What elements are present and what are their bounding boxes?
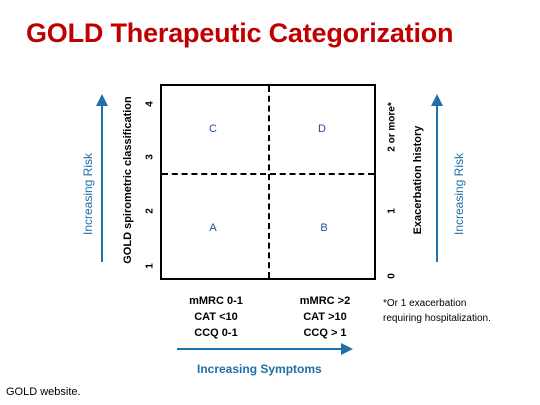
category-grid [160, 84, 376, 280]
low-mmrc: mMRC 0-1 [189, 295, 243, 307]
right-axis-label: Exacerbation history [412, 125, 424, 235]
low-symptoms-criteria: mMRC 0-1 CAT <10 CCQ 0-1 [183, 293, 249, 341]
left-risk-arrow [96, 94, 108, 262]
right-tick-2: 2 or more* [386, 102, 398, 152]
quadrant-c: C [209, 123, 217, 135]
left-tick-1: 1 [144, 263, 156, 269]
left-tick-3: 3 [144, 154, 156, 160]
slide-title: GOLD Therapeutic Categorization [26, 18, 454, 48]
high-cat: CAT >10 [303, 311, 347, 323]
right-tick-0: 0 [386, 273, 398, 279]
risk-divider [162, 173, 374, 175]
high-mmrc: mMRC >2 [299, 295, 351, 307]
symptom-divider [268, 86, 270, 278]
left-risk-label: Increasing Risk [81, 152, 95, 236]
exacerbation-footnote: *Or 1 exacerbation requiring hospitaliza… [383, 296, 491, 326]
right-risk-arrow [431, 94, 443, 262]
quadrant-d: D [318, 123, 326, 135]
symptoms-axis-label: Increasing Symptoms [197, 362, 322, 376]
left-tick-2: 2 [144, 208, 156, 214]
high-symptoms-criteria: mMRC >2 CAT >10 CCQ > 1 [292, 293, 358, 341]
left-tick-4: 4 [144, 101, 156, 107]
high-ccq: CCQ > 1 [303, 327, 347, 339]
low-ccq: CCQ 0-1 [194, 327, 238, 339]
right-risk-label: Increasing Risk [452, 152, 466, 236]
right-tick-1: 1 [386, 208, 398, 214]
symptoms-arrow [177, 343, 353, 355]
left-axis-label: GOLD spirometric classification [122, 96, 134, 264]
quadrant-b: B [320, 222, 328, 234]
source-citation: GOLD website. [6, 386, 81, 398]
footnote-line-2: requiring hospitalization. [383, 313, 491, 324]
quadrant-a: A [209, 222, 217, 234]
low-cat: CAT <10 [194, 311, 238, 323]
footnote-line-1: *Or 1 exacerbation [383, 298, 467, 309]
